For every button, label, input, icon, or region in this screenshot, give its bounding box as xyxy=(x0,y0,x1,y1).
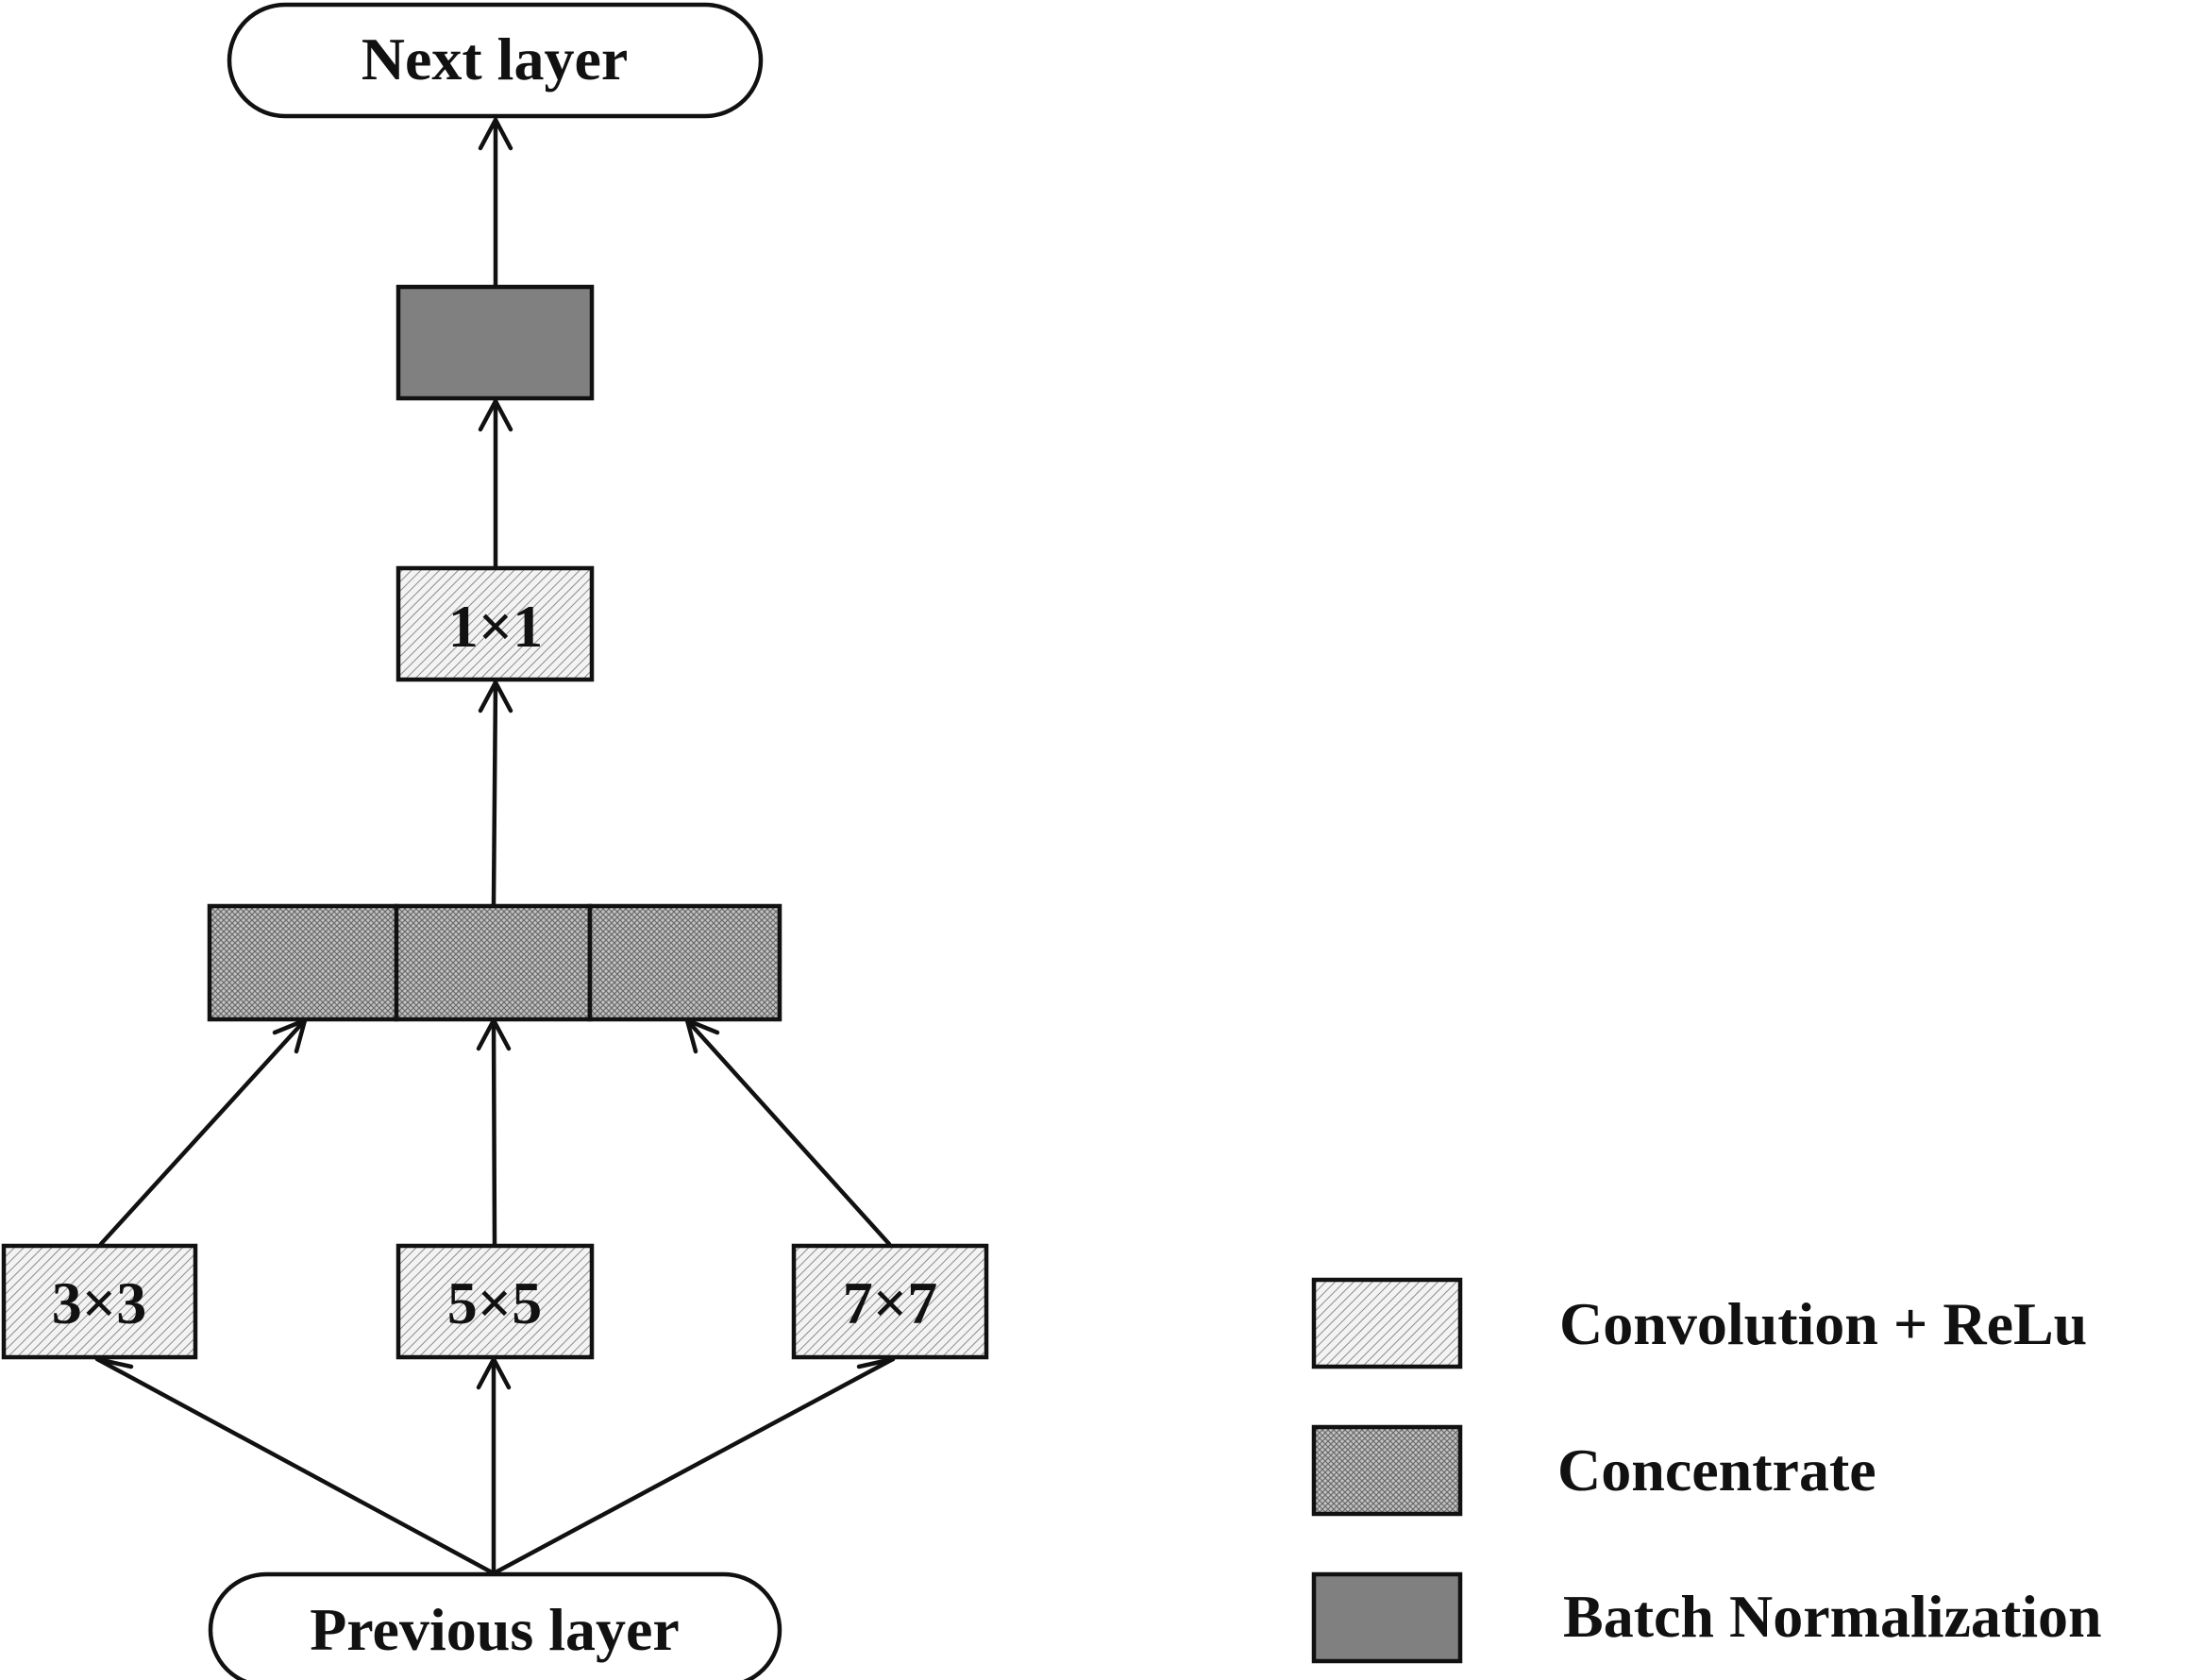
conv-5x5-label: 5×5 xyxy=(447,1269,542,1336)
legend-swatch-concentrate xyxy=(1311,1424,1463,1517)
conv-1x1-label: 1×1 xyxy=(448,593,543,660)
next-layer-label: Next layer xyxy=(362,25,629,92)
arrowhead-next xyxy=(478,117,513,151)
conv-7x7-box xyxy=(791,1243,989,1360)
batch-normalization-box xyxy=(395,284,595,401)
arrow-concat-to-1x1 xyxy=(491,680,498,907)
conv-1x1-node: 1×1 xyxy=(395,565,595,682)
arrow-prev-to-3x3 xyxy=(94,1356,496,1576)
previous-layer-shape xyxy=(208,1571,782,1680)
arrow-5x5-to-concat xyxy=(491,1017,497,1247)
arrow-prev-to-7x7 xyxy=(491,1356,896,1576)
conv-7x7-node: 7×7 xyxy=(791,1243,989,1360)
legend-swatch-batch-normalization xyxy=(1311,1571,1463,1664)
legend-swatch-convolution xyxy=(1311,1277,1463,1369)
arrow-7x7-to-concat xyxy=(684,1017,892,1247)
conv-7x7-label: 7×7 xyxy=(843,1269,937,1336)
next-layer-shape xyxy=(227,2,764,119)
conv-5x5-box xyxy=(395,1243,595,1360)
conv-3x3-box xyxy=(1,1243,198,1360)
connection-arrows xyxy=(94,117,896,1576)
concatenate-group xyxy=(207,903,782,1022)
conv-3x3-label: 3×3 xyxy=(52,1269,146,1336)
arrowhead-1x1 xyxy=(478,680,513,714)
concat-box-right xyxy=(587,903,782,1022)
conv-5x5-node: 5×5 xyxy=(395,1243,595,1360)
legend-label-convolution: Convolution + ReLu xyxy=(1559,1290,2087,1357)
arrow-3x3-to-concat xyxy=(98,1017,308,1247)
previous-layer-node: Previous layer xyxy=(208,1571,782,1680)
conv-1x1-box xyxy=(395,565,595,682)
concat-box-middle xyxy=(394,903,593,1022)
legend: Convolution + ReLu Concentrate Batch Nor… xyxy=(1311,1277,2102,1664)
previous-layer-label: Previous layer xyxy=(310,1596,680,1663)
legend-label-batch-normalization: Batch Normalization xyxy=(1563,1583,2102,1650)
next-layer-node: Next layer xyxy=(227,2,764,119)
conv-3x3-node: 3×3 xyxy=(1,1243,198,1360)
concat-box-left xyxy=(207,903,399,1022)
arrowhead-bn xyxy=(478,398,513,432)
legend-label-concentrate: Concentrate xyxy=(1557,1436,1876,1504)
